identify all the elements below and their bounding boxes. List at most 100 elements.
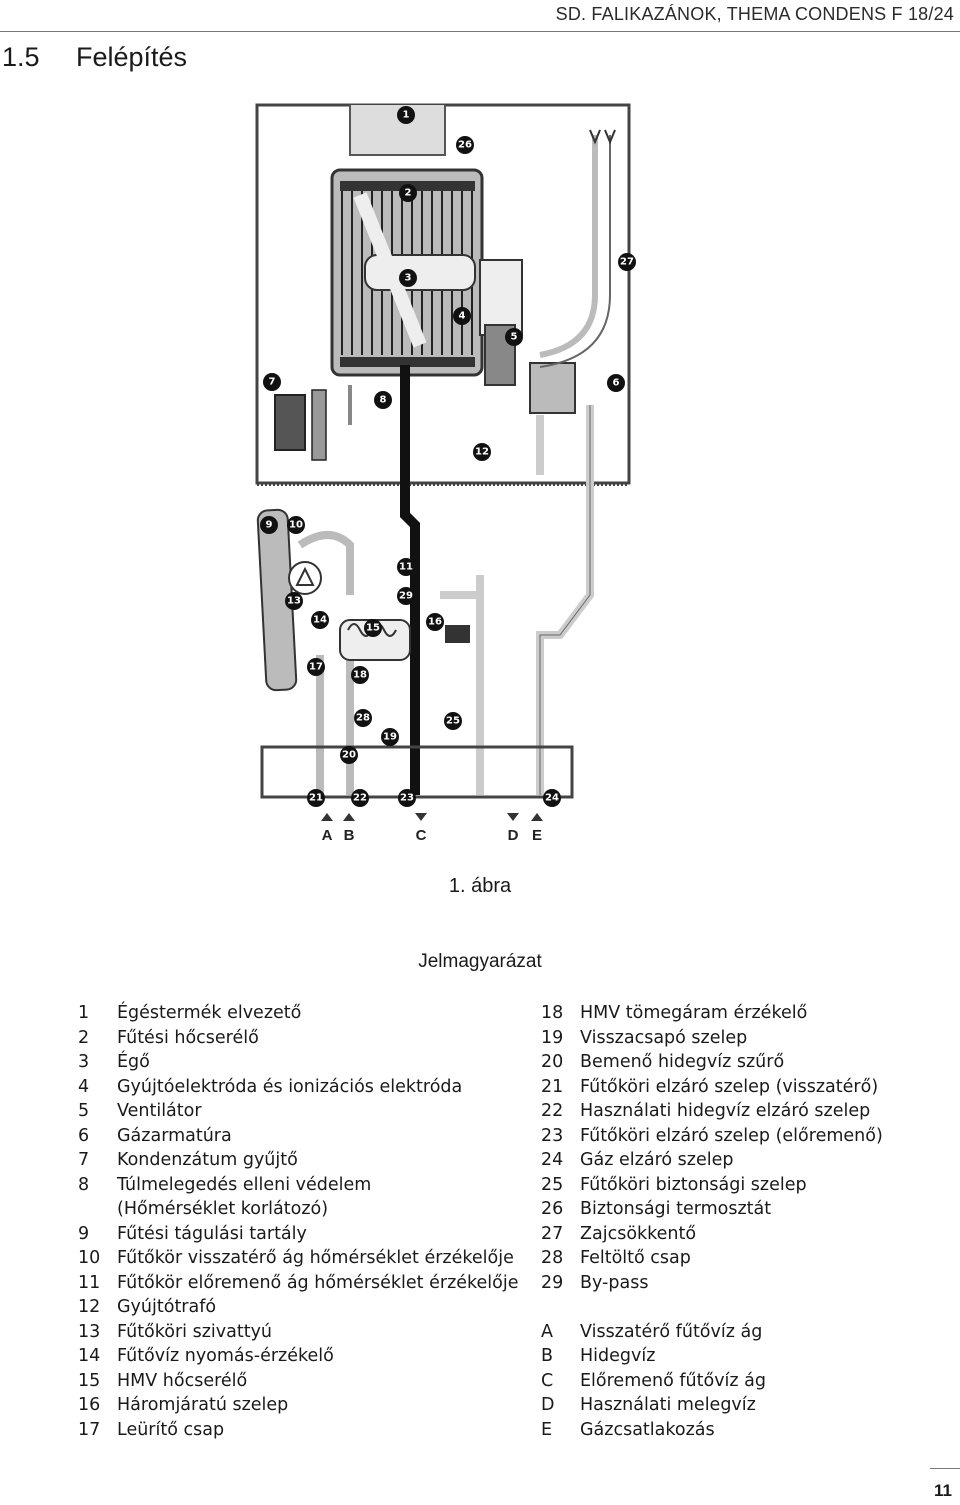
callout-4: 4: [453, 307, 471, 325]
connection-label-c: C: [416, 827, 427, 844]
callout-1: 1: [397, 106, 415, 124]
svg-text:15: 15: [366, 623, 380, 634]
callout-12: 12: [473, 443, 491, 461]
legend-spacer: [541, 1295, 883, 1320]
running-header: SD. FALIKAZÁNOK, THEMA CONDENS F 18/24: [555, 4, 954, 24]
svg-text:4: 4: [459, 311, 466, 322]
svg-text:3: 3: [405, 273, 412, 284]
svg-text:29: 29: [399, 591, 413, 602]
svg-text:10: 10: [289, 520, 303, 531]
header-rule: [0, 31, 960, 32]
svg-text:6: 6: [613, 378, 620, 389]
section-title: Felépítés: [76, 42, 188, 72]
footer-rule: [930, 1468, 960, 1469]
legend-title: Jelmagyarázat: [418, 951, 542, 972]
condensate-trap: [274, 394, 306, 451]
callout-20: 20: [340, 746, 358, 764]
callout-22: 22: [351, 789, 369, 807]
flue-pipe: [349, 105, 446, 156]
svg-text:2: 2: [405, 188, 412, 199]
svg-text:22: 22: [353, 793, 367, 804]
svg-text:25: 25: [446, 716, 460, 727]
callout-5: 5: [505, 328, 523, 346]
legend-item: (Hőmérséklet korlátozó): [117, 1199, 329, 1219]
section-number: 1.5: [2, 42, 40, 72]
callout-10: 10: [287, 516, 305, 534]
svg-text:16: 16: [428, 617, 442, 628]
callout-19: 19: [381, 728, 399, 746]
gas-valve: [529, 362, 576, 414]
svg-text:8: 8: [380, 395, 387, 406]
svg-text:11: 11: [399, 562, 413, 573]
boiler-diagram: A B C D E 1 2 3 4 5 6 7 8 9 10 11 12 13 …: [255, 103, 636, 844]
callout-8: 8: [374, 391, 392, 409]
callout-21: 21: [307, 789, 325, 807]
svg-text:26: 26: [458, 140, 472, 151]
callout-18: 18: [351, 666, 369, 684]
svg-text:28: 28: [356, 713, 370, 724]
section-heading: 1.5 Felépítés: [2, 42, 187, 73]
svg-text:1: 1: [403, 110, 410, 121]
callout-14: 14: [311, 611, 329, 629]
svg-text:23: 23: [400, 793, 414, 804]
svg-text:20: 20: [342, 750, 356, 761]
callout-28: 28: [354, 709, 372, 727]
svg-text:21: 21: [309, 793, 323, 804]
svg-text:27: 27: [620, 257, 634, 268]
callout-16: 16: [426, 613, 444, 631]
callout-9: 9: [260, 516, 278, 534]
three-way-valve: [445, 625, 470, 643]
svg-text:14: 14: [313, 615, 327, 626]
callout-2: 2: [399, 184, 417, 202]
connection-labels: A B C D E: [321, 813, 543, 844]
connection-label-b: B: [344, 827, 355, 844]
callout-27: 27: [618, 253, 636, 271]
page-number: 11: [934, 1481, 952, 1500]
svg-text:24: 24: [545, 793, 559, 804]
svg-text:19: 19: [383, 732, 397, 743]
connection-label-d: D: [508, 827, 519, 844]
callout-26: 26: [456, 136, 474, 154]
svg-text:13: 13: [287, 596, 301, 607]
callouts: 1 2 3 4 5 6 7 8 9 10 11 12 13 14 15 16 1…: [260, 106, 636, 807]
svg-text:12: 12: [475, 447, 489, 458]
fan-housing: [479, 259, 523, 336]
callout-11: 11: [397, 558, 415, 576]
callout-24: 24: [543, 789, 561, 807]
callout-25: 25: [444, 712, 462, 730]
